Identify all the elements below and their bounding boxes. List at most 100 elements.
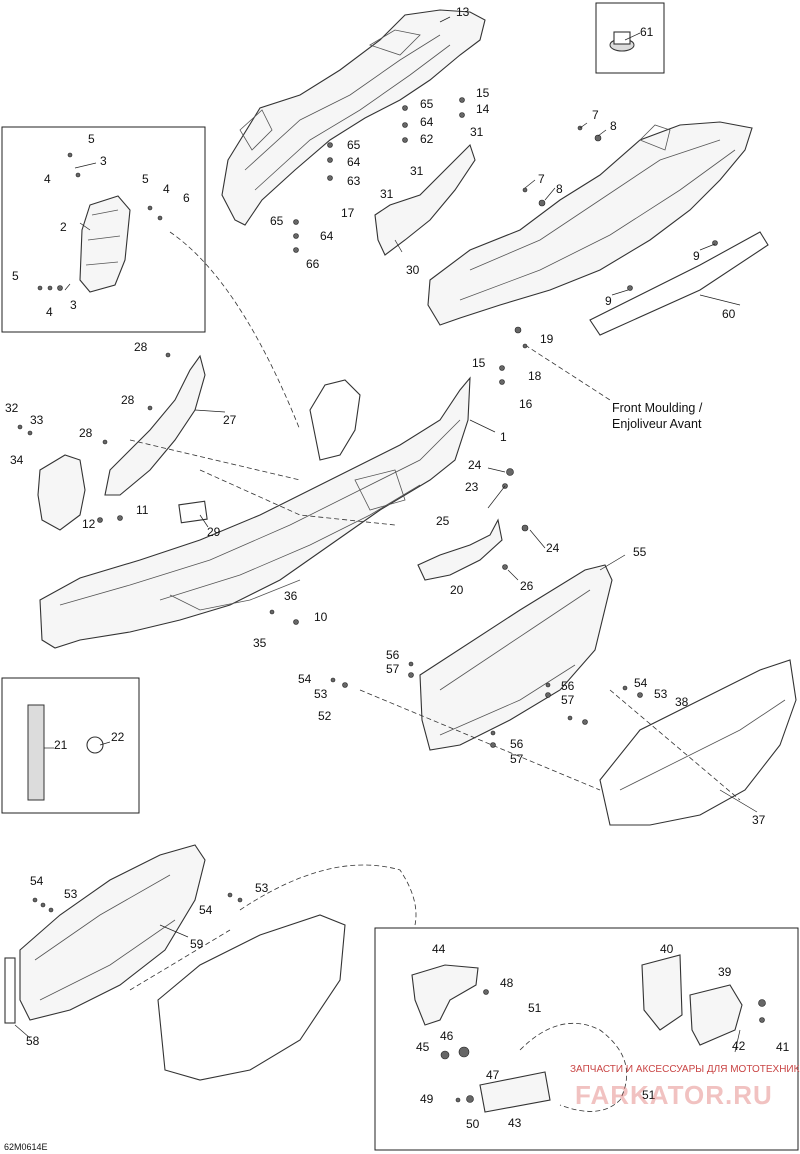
callout-57: 57 xyxy=(561,693,575,707)
callout-56: 56 xyxy=(561,679,575,693)
callout-50: 50 xyxy=(466,1117,480,1131)
callout-37: 37 xyxy=(752,813,766,827)
side-panel-59 xyxy=(19,844,206,1021)
callout-65: 65 xyxy=(347,138,361,152)
callout-36: 36 xyxy=(284,589,298,603)
dash-line-5 xyxy=(609,689,741,801)
callout-8: 8 xyxy=(610,119,617,133)
callout-65: 65 xyxy=(270,214,284,228)
callout-27: 27 xyxy=(223,413,237,427)
dash-line-6 xyxy=(239,864,417,926)
callout-30: 30 xyxy=(406,263,420,277)
callout-28: 28 xyxy=(121,393,135,407)
bracket-30 xyxy=(374,143,476,256)
callout-31: 31 xyxy=(410,164,424,178)
mirror-44 xyxy=(411,964,479,1026)
callout-2: 2 xyxy=(60,220,67,234)
callout-11: 11 xyxy=(136,503,149,517)
callout-28: 28 xyxy=(134,340,148,354)
callout-57: 57 xyxy=(386,662,400,676)
callout-63: 63 xyxy=(347,174,361,188)
side-guard-34 xyxy=(37,454,86,531)
dash-line-2 xyxy=(129,439,301,481)
watermark-text: ЗАПЧАСТИ И АКСЕССУАРЫ ДЛЯ МОТОТЕХНИКИ xyxy=(570,1064,800,1075)
callout-44: 44 xyxy=(432,942,446,956)
callout-25: 25 xyxy=(436,514,450,528)
bracket-40 xyxy=(641,954,683,1031)
callout-20: 20 xyxy=(450,583,464,597)
callout-62: 62 xyxy=(420,132,434,146)
lower-frame-part xyxy=(427,121,769,336)
callout-52: 52 xyxy=(318,709,332,723)
callout-3: 3 xyxy=(70,298,77,312)
grommet-61 xyxy=(609,31,635,52)
callout-43: 43 xyxy=(508,1116,522,1130)
strip-58 xyxy=(4,957,16,1024)
callout-53: 53 xyxy=(654,687,668,701)
inset-box-strip xyxy=(1,677,140,814)
callout-leaders xyxy=(14,16,758,1053)
side-panel-55 xyxy=(419,564,613,751)
seat-cover-37 xyxy=(599,659,797,826)
hardware-fasteners xyxy=(17,97,766,1103)
bracket-20-25 xyxy=(417,518,503,581)
callout-7: 7 xyxy=(538,172,545,186)
callout-65: 65 xyxy=(420,97,434,111)
callout-55: 55 xyxy=(633,545,647,559)
callout-6: 6 xyxy=(183,191,190,205)
callout-14: 14 xyxy=(476,102,490,116)
main-body-1 xyxy=(39,376,471,649)
callout-46: 46 xyxy=(440,1029,454,1043)
upper-frame-part-13 xyxy=(221,9,486,226)
callout-61: 61 xyxy=(640,25,654,39)
callout-5: 5 xyxy=(12,269,19,283)
inset-box-mirror-bracket xyxy=(374,927,799,1151)
callout-32: 32 xyxy=(5,401,19,415)
callout-34: 34 xyxy=(10,453,24,467)
callout-53: 53 xyxy=(64,887,78,901)
callout-53: 53 xyxy=(255,881,269,895)
callout-38: 38 xyxy=(675,695,689,709)
callout-48: 48 xyxy=(500,976,514,990)
skid-plate-60 xyxy=(589,231,769,336)
diagram-id: 62M0614E xyxy=(4,1142,48,1152)
callout-59: 59 xyxy=(190,937,204,951)
dash-line-7 xyxy=(129,929,231,991)
callout-64: 64 xyxy=(420,115,434,129)
callout-13: 13 xyxy=(456,5,470,19)
seat-cover-lower xyxy=(157,914,346,1081)
callout-15: 15 xyxy=(476,86,490,100)
callout-60: 60 xyxy=(722,307,736,321)
callout-3: 3 xyxy=(100,154,107,168)
callout-64: 64 xyxy=(347,155,361,169)
callout-10: 10 xyxy=(314,610,328,624)
callout-numbers: 1 2 3 3 4 4 4 5 5 5 6 7 7 8 8 9 9 10 11 … xyxy=(5,5,790,1131)
callout-42: 42 xyxy=(732,1039,746,1053)
callout-66: 66 xyxy=(306,257,320,271)
callout-26: 26 xyxy=(520,579,534,593)
callout-29: 29 xyxy=(207,525,221,539)
callout-19: 19 xyxy=(540,332,554,346)
callout-5: 5 xyxy=(142,172,149,186)
callout-49: 49 xyxy=(420,1092,434,1106)
callout-35: 35 xyxy=(253,636,267,650)
callout-9: 9 xyxy=(605,294,612,308)
callout-22: 22 xyxy=(111,730,125,744)
callout-56: 56 xyxy=(510,737,524,751)
callout-12: 12 xyxy=(82,517,96,531)
inset-box-side-panel xyxy=(1,126,206,333)
callout-54: 54 xyxy=(30,874,44,888)
callout-4: 4 xyxy=(163,182,170,196)
side-trim-27 xyxy=(104,354,206,496)
callout-54: 54 xyxy=(634,676,648,690)
callout-28: 28 xyxy=(79,426,93,440)
callout-7: 7 xyxy=(592,108,599,122)
callout-53: 53 xyxy=(314,687,328,701)
callout-54: 54 xyxy=(298,672,312,686)
callout-24: 24 xyxy=(468,458,482,472)
callout-15: 15 xyxy=(472,356,486,370)
callout-23: 23 xyxy=(465,480,479,494)
callout-47: 47 xyxy=(486,1068,500,1082)
callout-17: 17 xyxy=(341,206,355,220)
callout-51: 51 xyxy=(528,1001,542,1015)
